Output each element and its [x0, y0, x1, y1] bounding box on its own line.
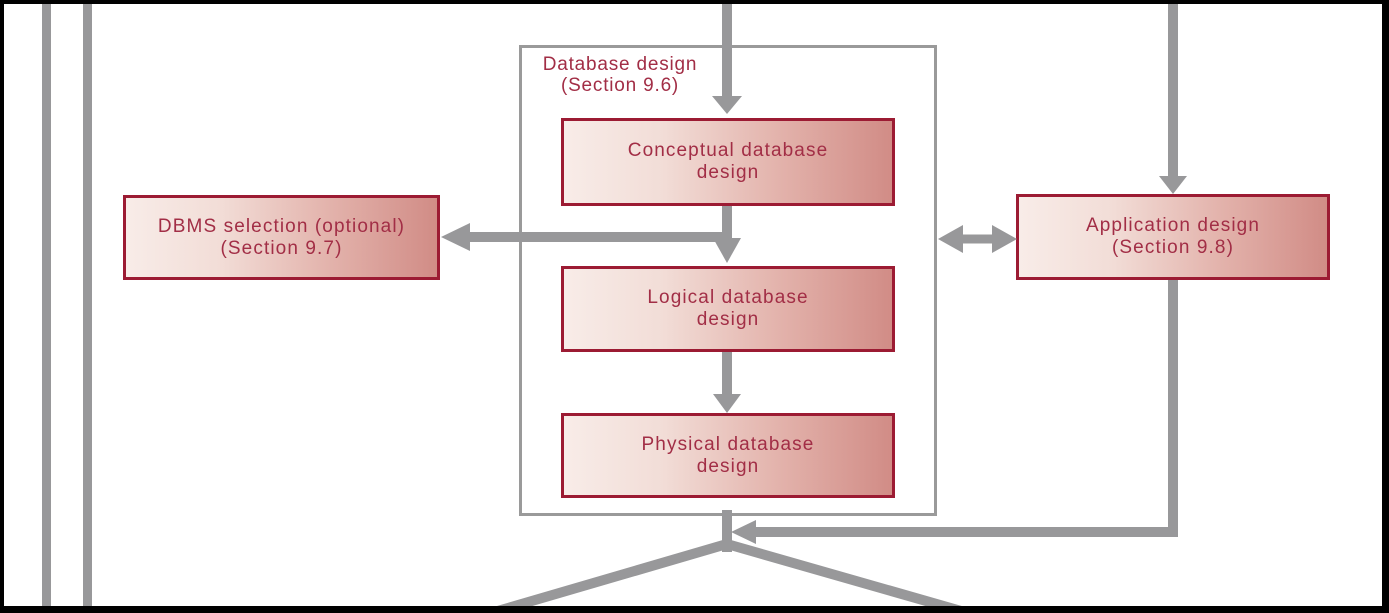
frame-border-top	[0, 0, 1389, 4]
logical-database-design-box: Logical database design	[561, 266, 895, 352]
database-design-group-title: Database design (Section 9.6)	[522, 54, 718, 96]
arrow-logical-to-physical-head	[713, 394, 741, 413]
frame-border-right	[1382, 0, 1389, 613]
application-design-box: Application design (Section 9.8)	[1016, 194, 1330, 280]
frame-border-left	[0, 0, 4, 613]
group-title-line1: Database design	[542, 54, 698, 75]
physical-label-line2: design	[696, 455, 760, 477]
arrow-conceptual-to-logical-head	[713, 238, 741, 263]
dbms-label-line2: (Section 9.7)	[220, 237, 343, 259]
arrow-to-dbms-head	[441, 223, 470, 251]
group-title-line2: (Section 9.6)	[560, 75, 680, 96]
conceptual-label-line2: design	[696, 162, 760, 183]
dbms-selection-box: DBMS selection (optional) (Section 9.7)	[123, 195, 440, 280]
logical-label-line1: Logical database	[647, 287, 809, 308]
fork-diagonal-right	[720, 537, 987, 613]
double-arrow-right-head	[992, 225, 1017, 253]
dbms-label-line1: DBMS selection (optional)	[157, 215, 406, 237]
arrow-top-to-application-head	[1159, 176, 1187, 194]
conceptual-label-line1: Conceptual database	[627, 140, 829, 161]
application-label-line2: (Section 9.8)	[1111, 237, 1235, 258]
arrow-top-to-conceptual-head	[712, 96, 742, 114]
physical-database-design-box: Physical database design	[561, 413, 895, 498]
logical-label-line2: design	[696, 309, 760, 330]
fork-diagonal-left	[472, 537, 734, 613]
physical-label-line1: Physical database	[641, 433, 815, 455]
frame-border-bottom	[0, 606, 1389, 613]
double-arrow-left-head	[938, 225, 963, 253]
application-return-head	[731, 520, 756, 544]
application-label-line1: Application design	[1085, 215, 1261, 236]
conceptual-database-design-box: Conceptual database design	[561, 118, 895, 206]
